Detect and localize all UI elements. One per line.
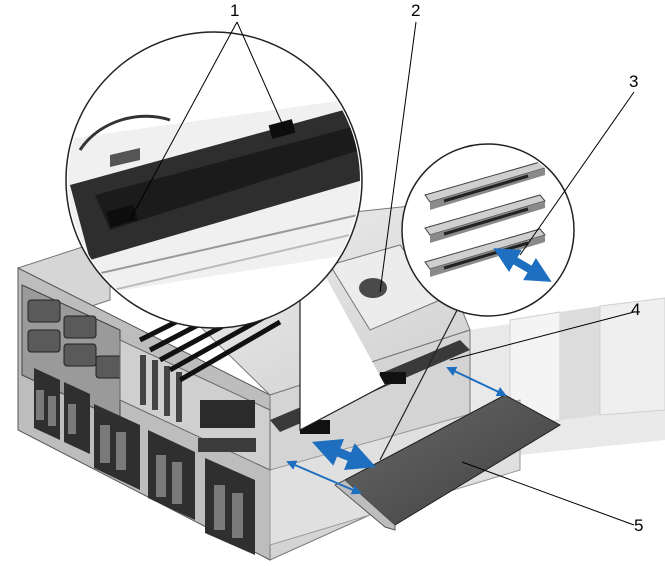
callout-1-riser-guides: 1 (230, 1, 240, 20)
front-drive-bays (21, 284, 271, 555)
callout-3-riser-connectors: 3 (629, 72, 639, 91)
installation-arrows (286, 366, 507, 495)
magnified-detail-right (379, 143, 575, 461)
magnified-detail-left (65, 31, 386, 431)
callout-2-cooling-shroud: 2 (411, 1, 421, 20)
callout-5-expansion-card: 5 (634, 516, 644, 535)
callout-4-card-slot: 4 (631, 300, 641, 319)
callout-leader-lines (129, 21, 635, 526)
